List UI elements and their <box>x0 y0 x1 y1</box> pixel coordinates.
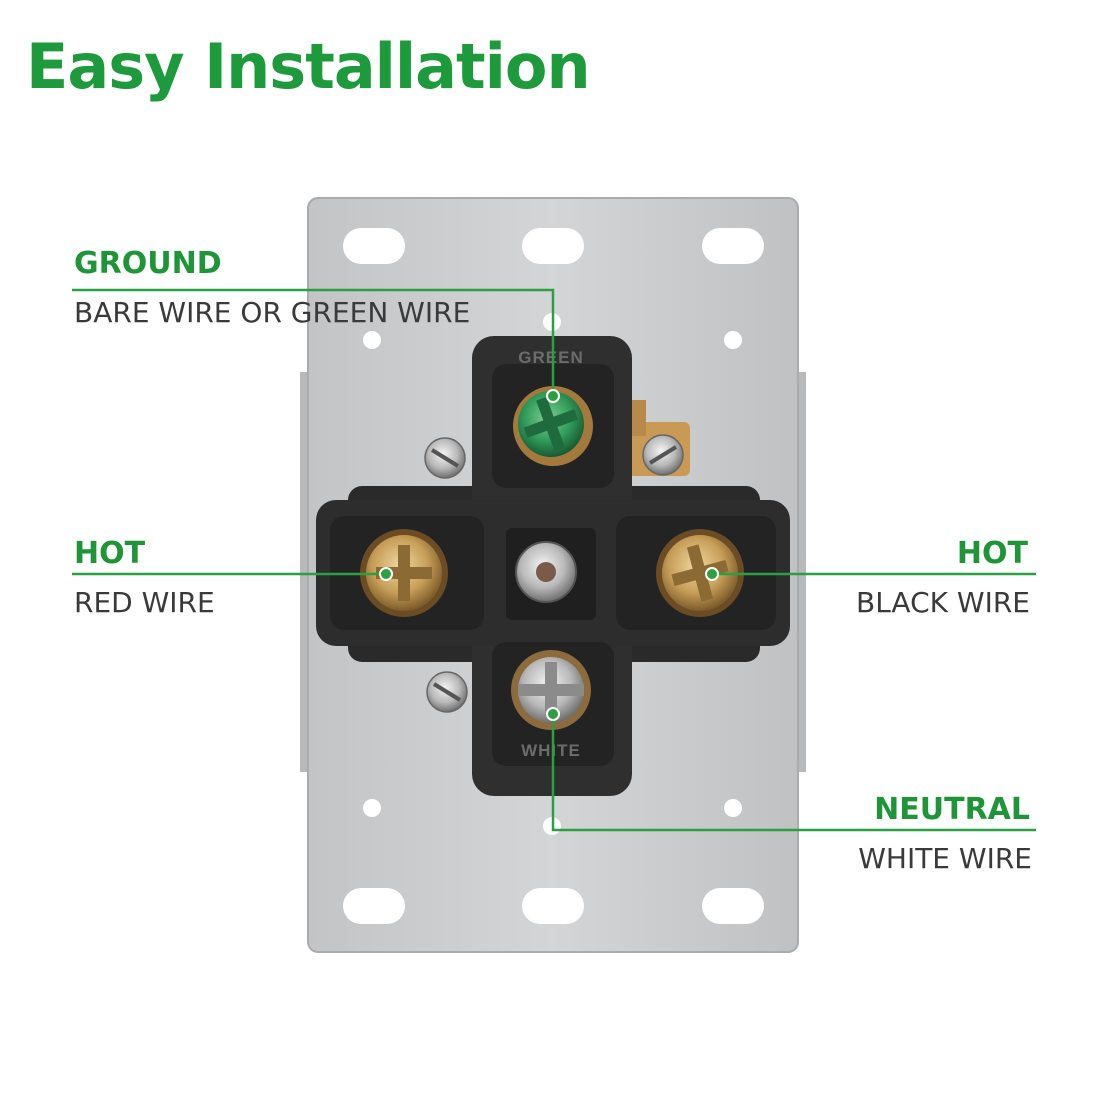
hot-right-label: HOT <box>956 536 1028 571</box>
hot-left-callout-dot <box>379 567 393 581</box>
red-wire-label: RED WIRE <box>74 586 215 619</box>
ground-callout-line <box>72 288 555 396</box>
mounting-screw-icon <box>424 437 466 479</box>
plate-hole <box>724 799 742 817</box>
receptacle-bottom-marking: WHITE <box>521 741 581 760</box>
ground-wire-label: BARE WIRE OR GREEN WIRE <box>74 296 471 329</box>
plate-slot <box>522 888 584 924</box>
plate-hole <box>363 331 381 349</box>
ground-label: GROUND <box>74 246 222 281</box>
hot-right-callout-dot <box>705 567 719 581</box>
plate-hole <box>363 799 381 817</box>
center-rivet-icon <box>515 541 577 603</box>
receptacle-top-marking: GREEN <box>518 348 583 367</box>
plate-hole <box>724 331 742 349</box>
page-title: Easy Installation <box>26 30 591 103</box>
plate-slot <box>343 228 405 264</box>
callout-lines <box>72 288 1036 832</box>
neutral-screw-icon <box>511 650 591 730</box>
callout-dots <box>379 389 719 721</box>
mounting-screw-icon <box>642 434 684 476</box>
neutral-callout-line <box>551 714 1036 832</box>
ground-callout-dot <box>546 389 560 403</box>
hot-left-label: HOT <box>74 536 146 571</box>
plate-slot <box>522 228 584 264</box>
ground-screw-icon <box>513 386 593 466</box>
black-wire-label: BLACK WIRE <box>855 586 1030 619</box>
plate-slot <box>702 228 764 264</box>
hot-left-screw-icon <box>360 529 448 617</box>
hot-right-screw-icon <box>656 529 744 617</box>
white-wire-label: WHITE WIRE <box>858 842 1032 875</box>
plate-slot <box>343 888 405 924</box>
plate-slot <box>702 888 764 924</box>
mounting-screw-icon <box>426 671 468 713</box>
neutral-label: NEUTRAL <box>874 792 1030 827</box>
neutral-callout-dot <box>546 707 560 721</box>
